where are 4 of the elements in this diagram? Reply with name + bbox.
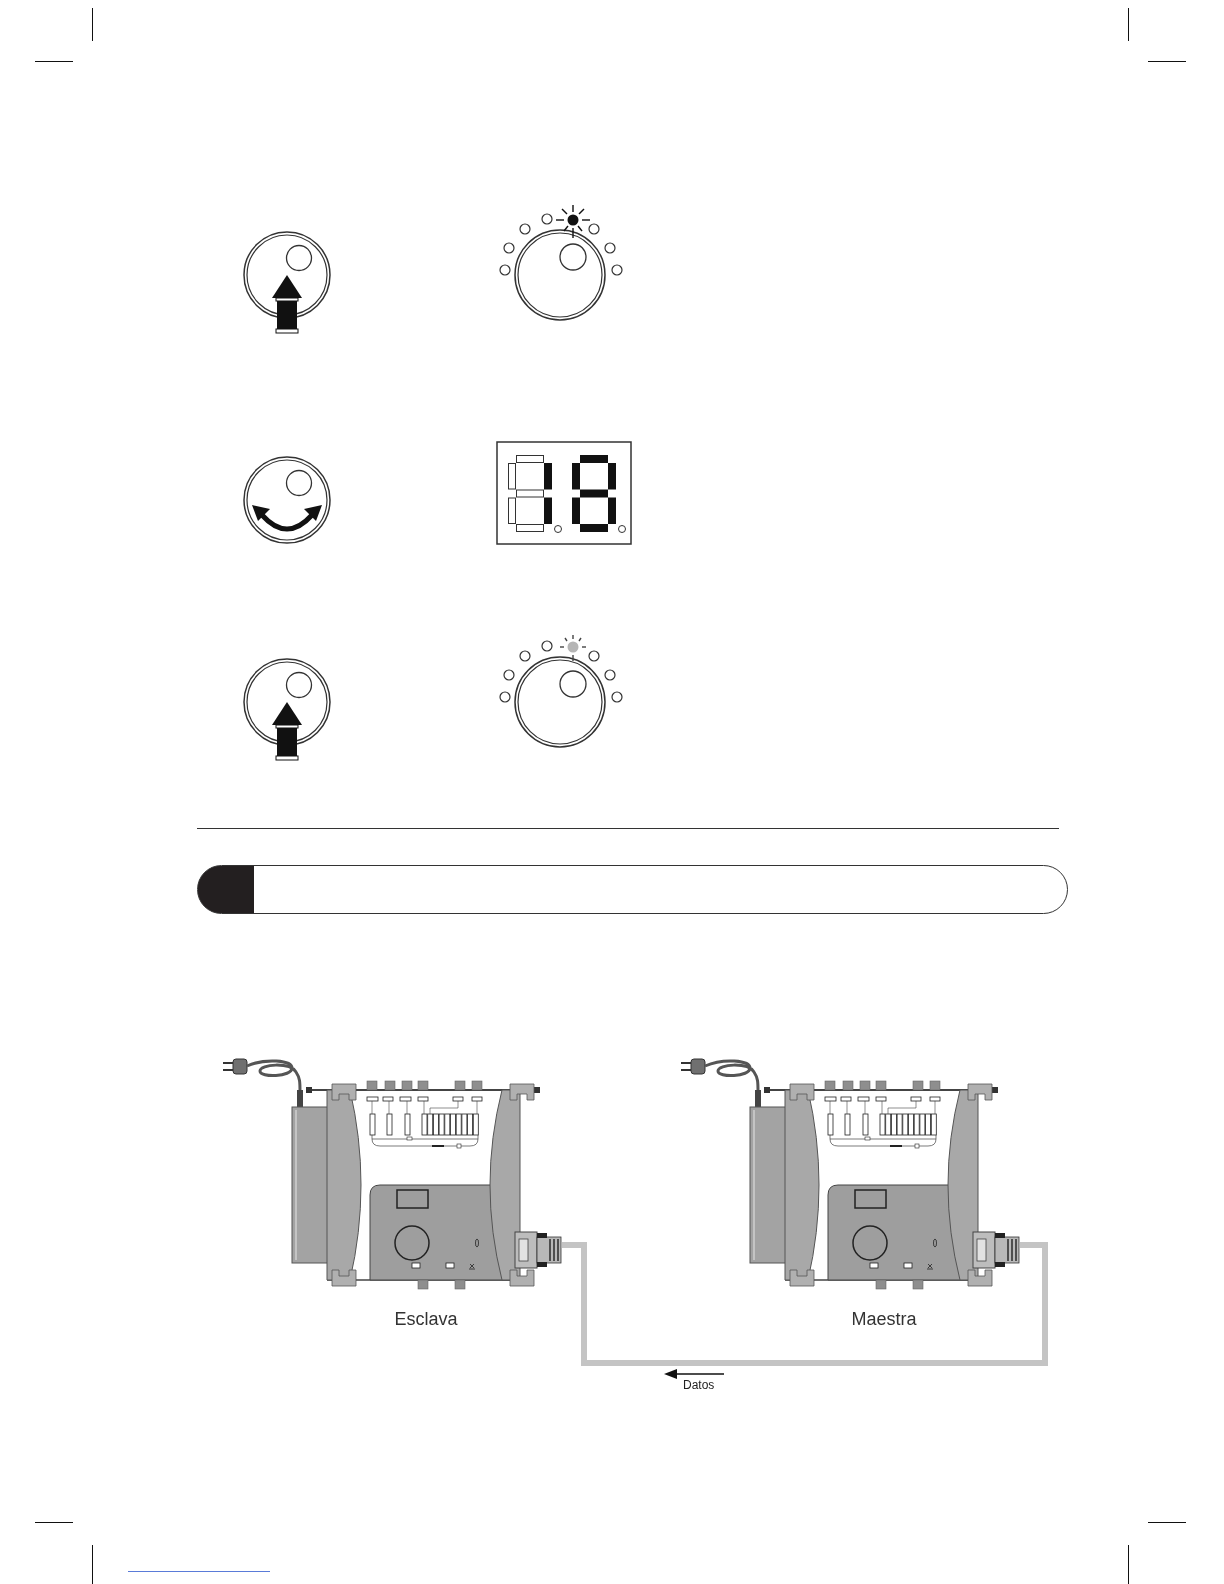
device-label: Esclava <box>393 1308 459 1330</box>
data-cable <box>562 1242 1048 1366</box>
device-label: Maestra <box>850 1308 918 1330</box>
edge-label: Datos <box>682 1378 716 1392</box>
